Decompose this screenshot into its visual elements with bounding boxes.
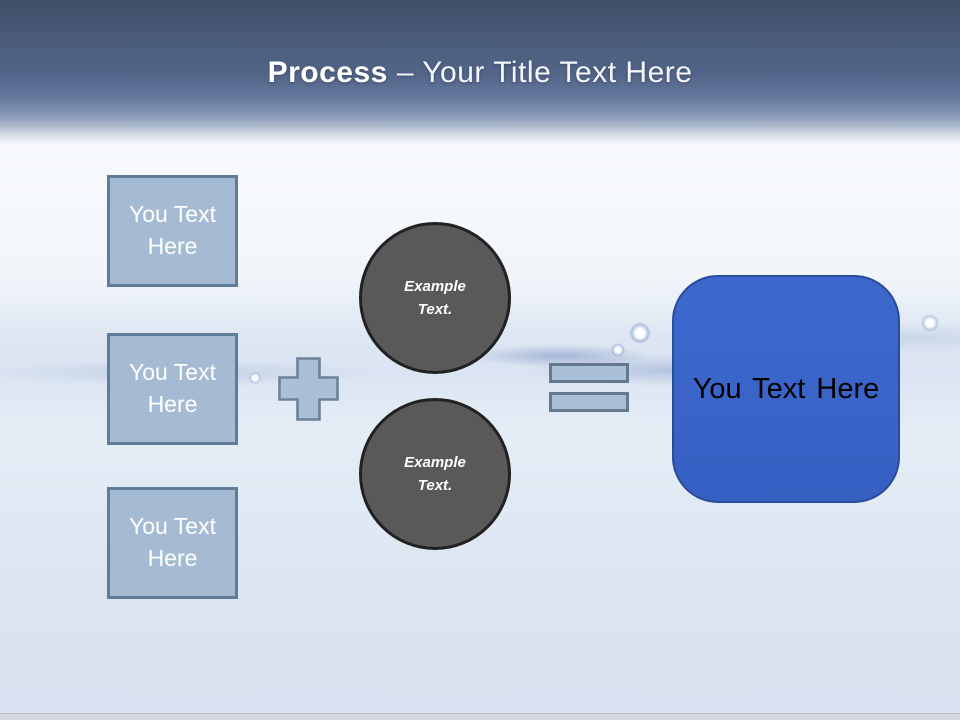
title-band (0, 0, 960, 145)
input-box-2: You Text Here (107, 333, 238, 445)
input-box-1-label: You Text Here (129, 201, 216, 259)
plus-icon (278, 357, 339, 421)
example-circle-1: Example Text. (359, 222, 511, 374)
slide-title: Process– Your Title Text Here (0, 56, 960, 90)
input-box-2-label: You Text Here (129, 359, 216, 417)
equals-icon-bottom-bar (549, 392, 629, 412)
title-rest: – Your Title Text Here (396, 56, 693, 89)
title-emphasis: Process (267, 56, 388, 89)
example-circle-2: Example Text. (359, 398, 511, 550)
input-box-3-label: You Text Here (129, 513, 216, 571)
example-circle-1-label: Example Text. (404, 277, 466, 318)
result-box: You Text Here (672, 275, 900, 503)
equals-icon (549, 363, 629, 383)
input-box-3: You Text Here (107, 487, 238, 599)
example-circle-2-label: Example Text. (404, 453, 466, 494)
slide-bottom-edge (0, 713, 960, 720)
result-box-label: You Text Here (692, 372, 880, 405)
input-box-1: You Text Here (107, 175, 238, 287)
